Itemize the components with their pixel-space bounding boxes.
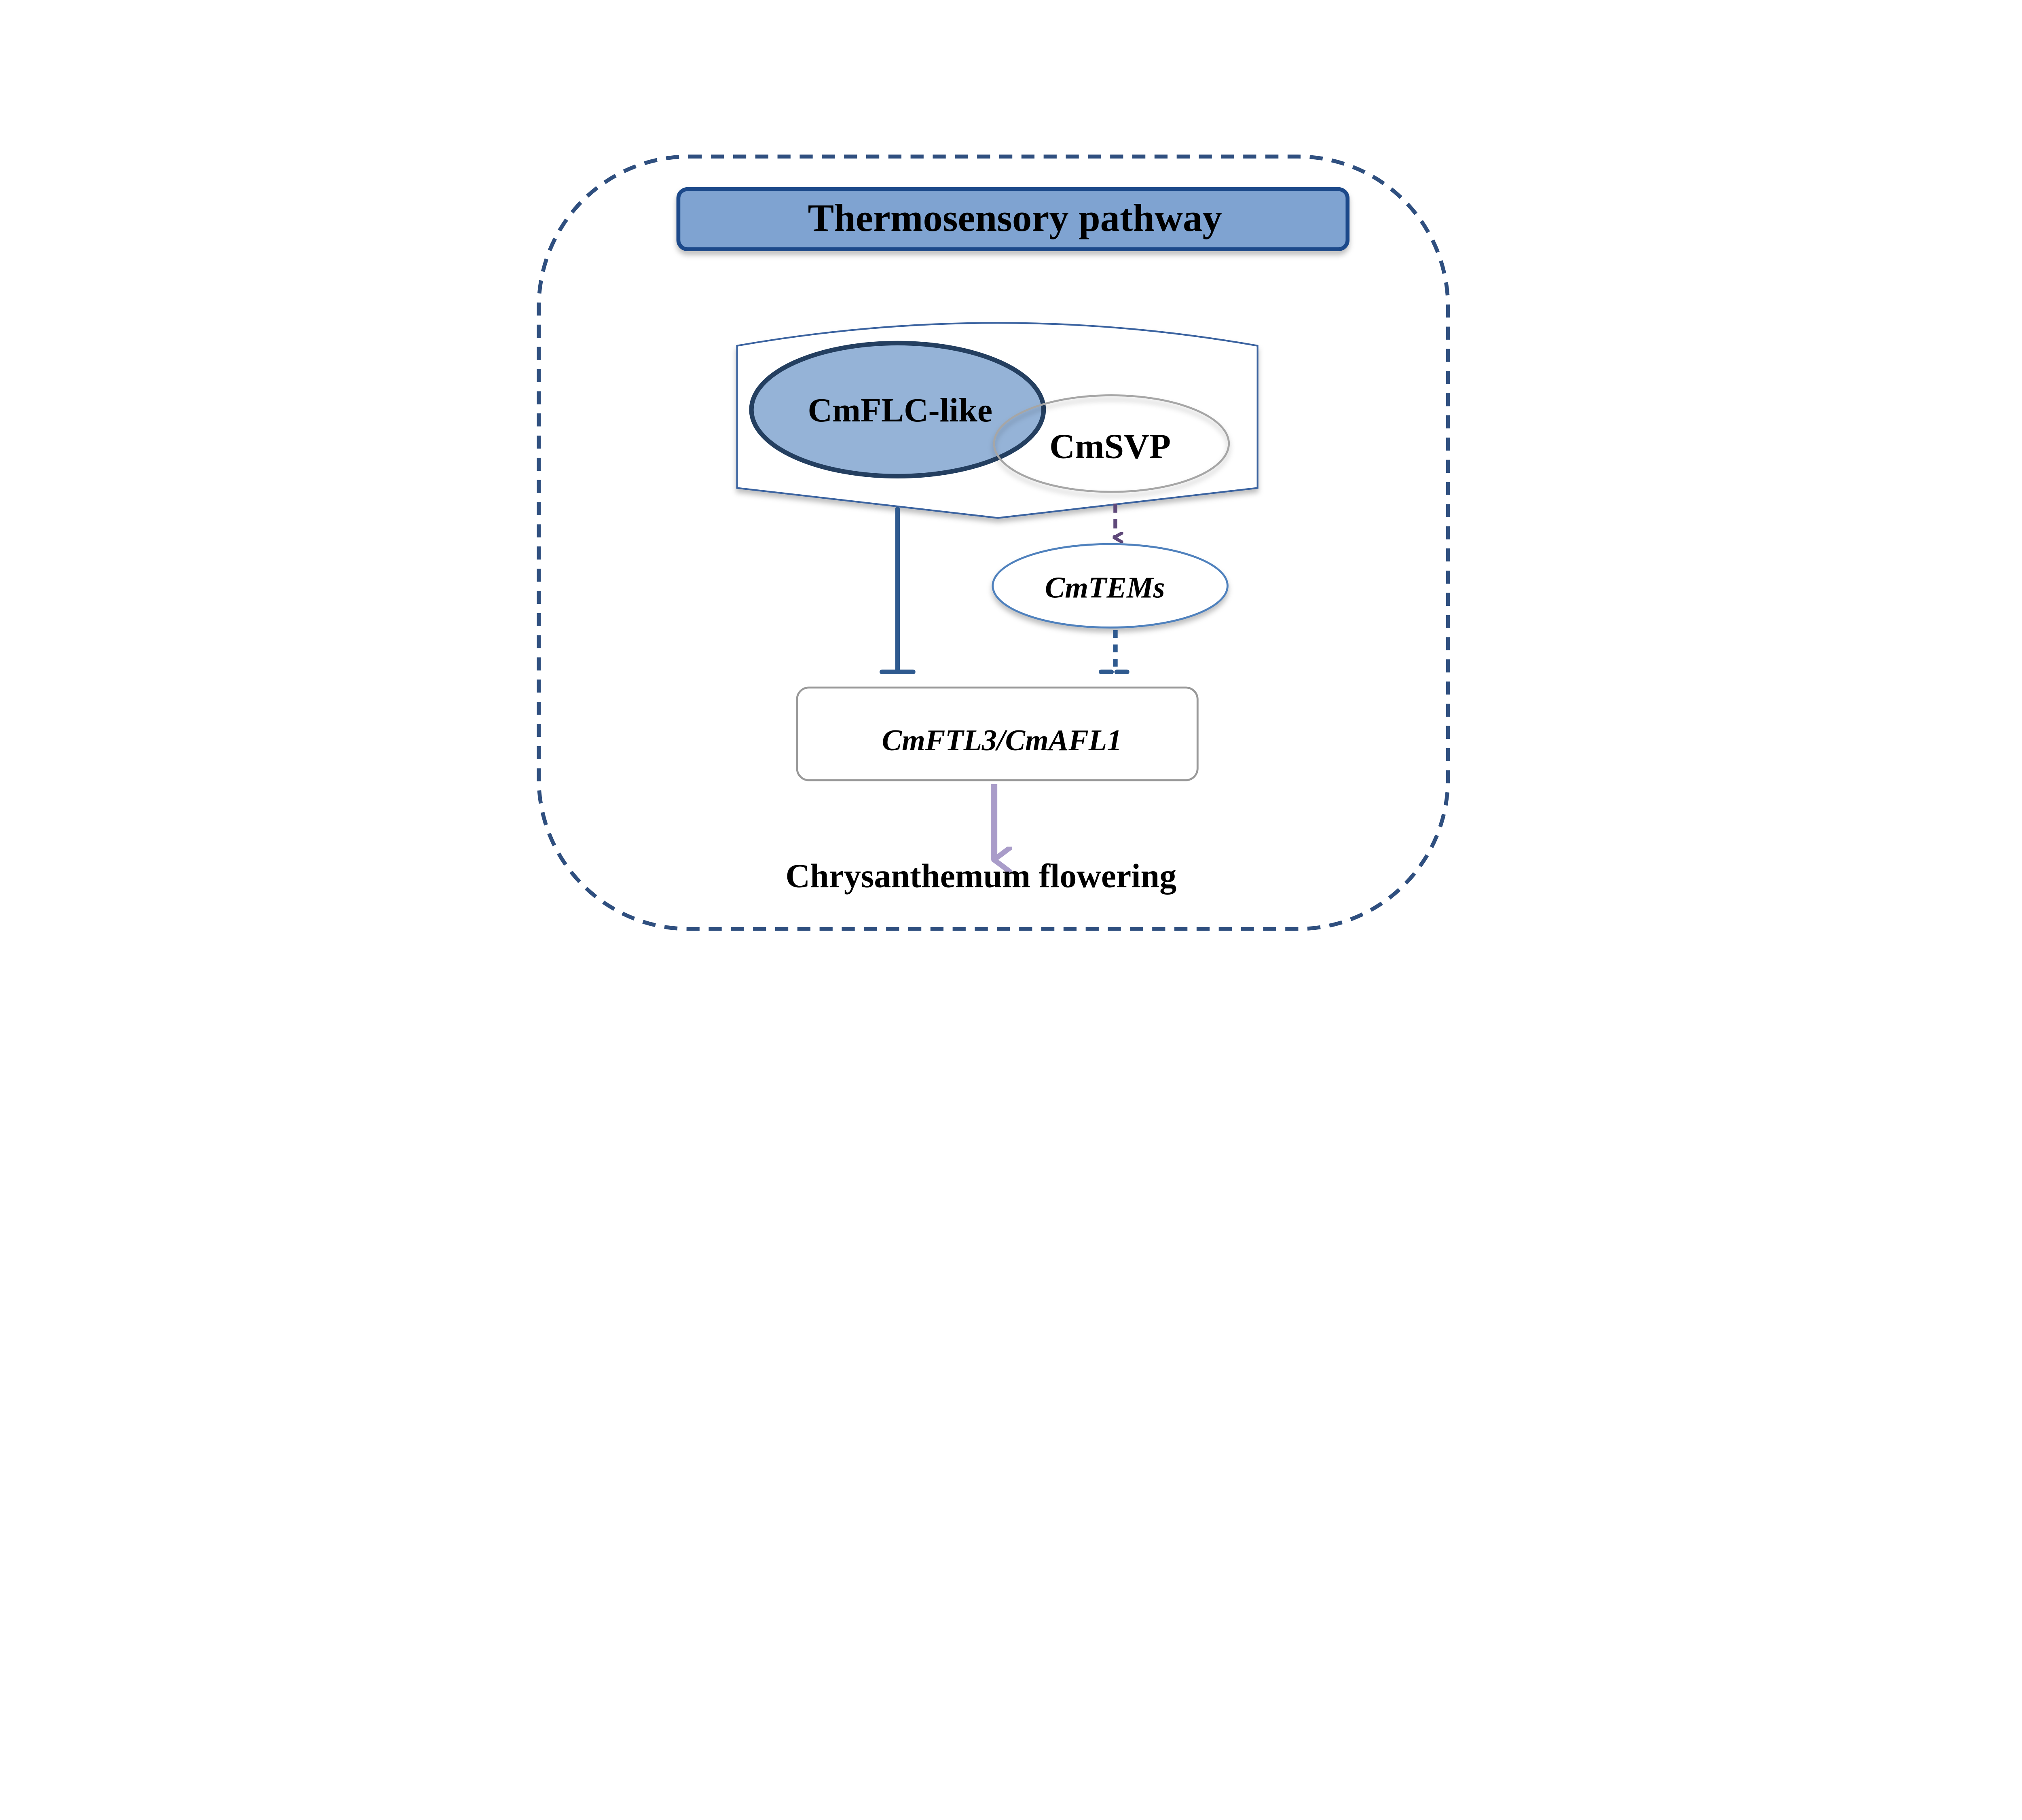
thermosensory-diagram: Thermosensory pathway CmFLC-like CmSVP C… — [537, 154, 1450, 931]
cmtems-node — [992, 543, 1229, 629]
cmflc-like-node — [749, 341, 1046, 479]
cmftl3-cmafl1-node — [796, 686, 1199, 781]
cmsvp-label: CmSVP — [1049, 426, 1171, 466]
title-box — [676, 187, 1350, 251]
flowering-label: Chrysanthemum flowering — [785, 857, 1176, 895]
title-text: Thermosensory pathway — [808, 196, 1222, 239]
cmsvp-node — [993, 394, 1230, 493]
tems-inhibition-line — [1098, 630, 1132, 674]
cmflc-like-label: CmFLC-like — [808, 392, 993, 429]
cmftl3-cmafl1-label: CmFTL3/CmAFL1 — [882, 724, 1122, 757]
cmtems-label: CmTEMs — [1045, 571, 1165, 604]
complex-inhibition-line — [880, 506, 916, 674]
